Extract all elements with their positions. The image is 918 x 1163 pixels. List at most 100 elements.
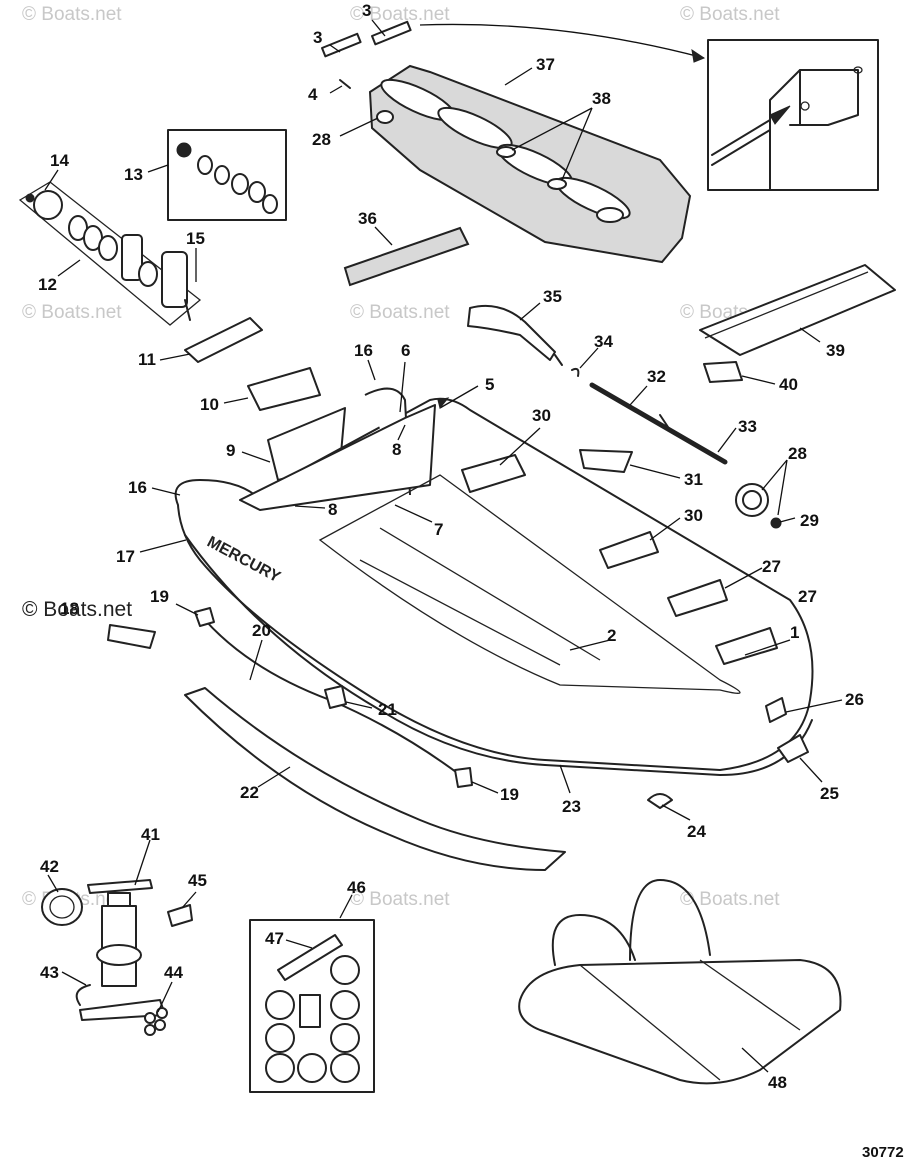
callout-38: 38: [592, 89, 611, 108]
callout-24: 24: [687, 822, 706, 841]
callout-35: 35: [543, 287, 562, 306]
callout-20: 20: [252, 621, 271, 640]
handle-part-30: [599, 531, 659, 569]
callout-2: 2: [607, 626, 616, 645]
bag-part-48: [518, 879, 842, 1085]
floorboard-part-37: [368, 64, 692, 264]
callout-14: 14: [50, 151, 69, 170]
gauge-part-42: [41, 888, 83, 926]
watermark: © Boats.net: [680, 889, 780, 910]
emblem-part-26: [765, 697, 787, 723]
callout-16: 16: [128, 478, 147, 497]
callout-19: 19: [150, 587, 169, 606]
callout-18: 18: [60, 599, 79, 618]
callout-43: 43: [40, 963, 59, 982]
callout-3: 3: [362, 1, 371, 20]
callout-46: 46: [347, 878, 366, 897]
callout-39: 39: [826, 341, 845, 360]
callouts: 1 2 3 3 4 5 6 7 8 8 9 10 11 12 13 14 15 …: [38, 1, 864, 1092]
handle-part-18: [107, 624, 156, 649]
callout-11: 11: [138, 350, 156, 369]
callout-28: 28: [788, 444, 807, 463]
callout-31: 31: [684, 470, 703, 489]
callout-48: 48: [768, 1073, 787, 1092]
plate-part-40: [703, 361, 743, 383]
callout-16: 16: [354, 341, 373, 360]
callout-13: 13: [124, 165, 143, 184]
watermark: © Boats.net: [350, 4, 450, 25]
callout-10: 10: [200, 395, 219, 414]
drain-part-24: [647, 793, 673, 809]
handle-part-31: [579, 449, 633, 473]
copyright-overlay: © Boats.net: [22, 598, 132, 621]
callout-23: 23: [562, 797, 581, 816]
callout-42: 42: [40, 857, 59, 876]
callout-26: 26: [845, 690, 864, 709]
valve-kit-part-12: [18, 181, 202, 326]
callout-47: 47: [265, 929, 284, 948]
adapter-part-45: [167, 904, 193, 927]
handle-part-27: [715, 627, 778, 665]
callout-32: 32: [647, 367, 666, 386]
callout-4: 4: [308, 85, 318, 104]
callout-5: 5: [485, 375, 494, 394]
callout-36: 36: [358, 209, 377, 228]
callout-3: 3: [313, 28, 322, 47]
callout-30: 30: [684, 506, 703, 525]
callout-19: 19: [500, 785, 519, 804]
inflatable-boat: MERCURY: [174, 387, 814, 809]
callout-27: 27: [762, 557, 781, 576]
callout-44: 44: [164, 963, 183, 982]
valve-part-28: [735, 483, 782, 529]
pump-part-41: [75, 879, 166, 1021]
callout-8: 8: [328, 500, 337, 519]
watermark: © Boats.net: [22, 4, 122, 25]
callout-41: 41: [141, 825, 160, 844]
board-part-36: [343, 226, 470, 287]
handle-part-30: [461, 454, 526, 493]
callout-21: 21: [378, 700, 397, 719]
oar-part-35: [467, 304, 563, 366]
callout-1: 1: [790, 623, 799, 642]
valve-kit-inset-part-13: [167, 129, 287, 221]
callout-30: 30: [532, 406, 551, 425]
seat-part-39: [699, 264, 896, 356]
watermark: © Boats.net: [350, 302, 450, 323]
callout-8: 8: [392, 440, 401, 459]
adapters-part-44: [144, 1007, 168, 1036]
callout-25: 25: [820, 784, 839, 803]
callout-29: 29: [800, 511, 819, 530]
callout-7: 7: [434, 520, 443, 539]
clip-part-34: [571, 367, 580, 377]
watermark: © Boats.net: [350, 889, 450, 910]
callout-28: 28: [312, 130, 331, 149]
shaft-part-32: [589, 382, 728, 465]
callout-6: 6: [401, 341, 410, 360]
callout-22: 22: [240, 783, 259, 802]
bracket-part-11: [184, 317, 263, 363]
callout-12: 12: [38, 275, 57, 294]
callout-40: 40: [779, 375, 798, 394]
handle-part-27: [667, 579, 728, 617]
leader-lines: [44, 19, 843, 1073]
strip-part-22: [184, 687, 566, 871]
drawing-number: 30772: [862, 1144, 904, 1161]
callout-37: 37: [536, 55, 555, 74]
rope-part-20: [194, 607, 473, 788]
repair-kit-part-46: [249, 919, 375, 1093]
callout-9: 9: [226, 441, 235, 460]
watermark: © Boats.net: [680, 4, 780, 25]
callout-15: 15: [186, 229, 205, 248]
callout-17: 17: [116, 547, 135, 566]
callout-27: 27: [798, 587, 817, 606]
arrow-icon: [437, 397, 450, 410]
tow-ring-part-25: [777, 734, 809, 763]
pins-part-3: [321, 20, 412, 89]
callout-33: 33: [738, 417, 757, 436]
callout-45: 45: [188, 871, 207, 890]
callout-34: 34: [594, 332, 613, 351]
watermark: © Boats.net: [22, 302, 122, 323]
cover-part-10: [247, 367, 321, 411]
detail-inset: [707, 39, 879, 191]
